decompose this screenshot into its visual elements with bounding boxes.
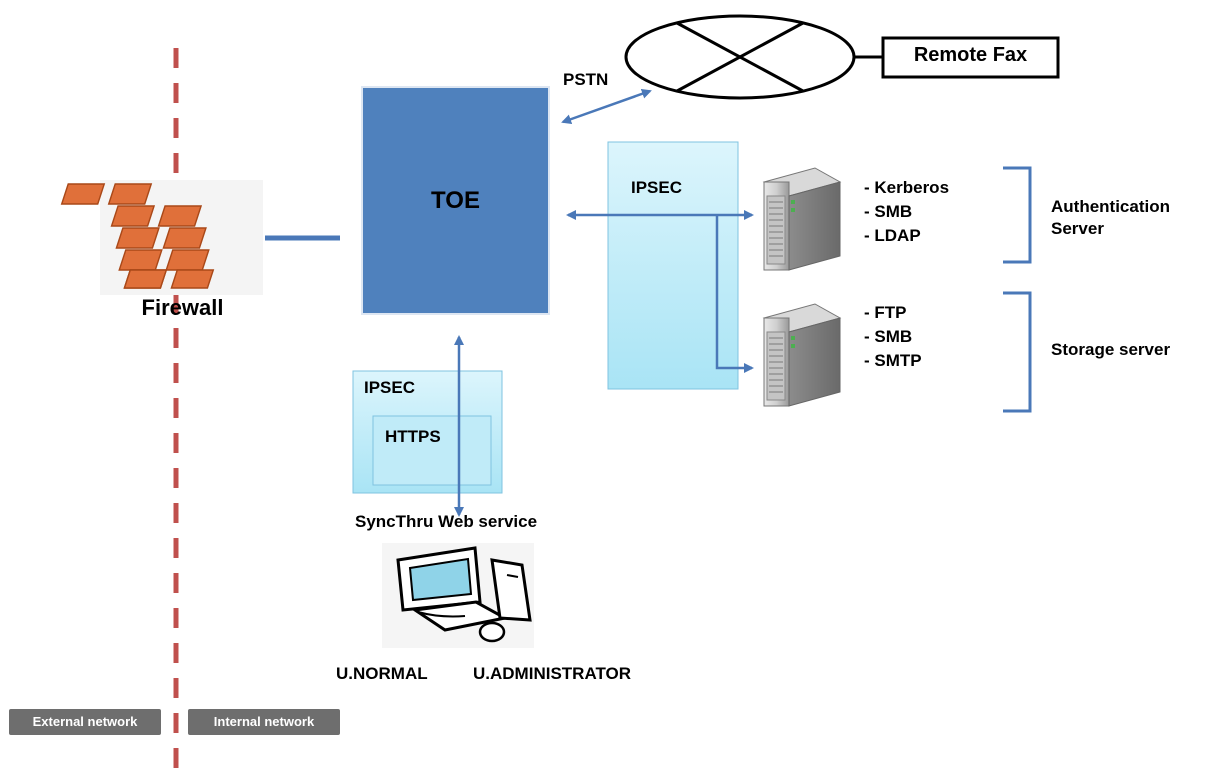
- firewall-brick-icon: [60, 180, 263, 295]
- https-label: HTTPS: [385, 427, 441, 446]
- auth-server-bracket: [1003, 166, 1032, 264]
- firewall-label: Firewall: [141, 295, 224, 320]
- auth-protocol-ldap: - LDAP: [864, 226, 921, 245]
- toe-pstn-arrow: [561, 88, 652, 125]
- web-ipsec-label: IPSEC: [364, 378, 416, 397]
- user-normal-label: U.NORMAL: [336, 664, 428, 683]
- pstn-network-symbol: [624, 14, 856, 100]
- toe-label: TOE: [431, 187, 480, 214]
- storage-protocol-smtp: - SMTP: [864, 351, 922, 370]
- auth-server-icon: [762, 167, 842, 271]
- pstn-label: PSTN: [563, 70, 609, 89]
- ipsec-server-label: IPSEC: [631, 178, 683, 197]
- storage-server-bracket: [1003, 291, 1032, 413]
- toe-box: [361, 86, 550, 315]
- toe-storage-server-arrow: [715, 215, 754, 373]
- storage-server-label: Storage server: [1051, 340, 1171, 359]
- auth-server-label-line1: Authentication: [1051, 197, 1170, 216]
- auth-protocol-smb: - SMB: [864, 202, 913, 221]
- storage-protocol-ftp: - FTP: [864, 303, 907, 322]
- web-service-label: SyncThru Web service: [355, 512, 538, 531]
- storage-protocol-smb: - SMB: [864, 327, 913, 346]
- internal-network-label: Internal network: [188, 709, 340, 735]
- https-box: [372, 415, 492, 486]
- remote-fax-box: [881, 36, 1060, 79]
- user-admin-label: U.ADMINISTRATOR: [473, 664, 632, 683]
- remote-fax-label: Remote Fax: [913, 44, 1028, 66]
- user-computer-icon: [382, 543, 534, 648]
- storage-server-icon: [762, 303, 842, 407]
- auth-protocol-kerberos: - Kerberos: [864, 178, 950, 197]
- external-network-label: External network: [9, 709, 161, 735]
- auth-server-label-line2: Server: [1051, 219, 1104, 238]
